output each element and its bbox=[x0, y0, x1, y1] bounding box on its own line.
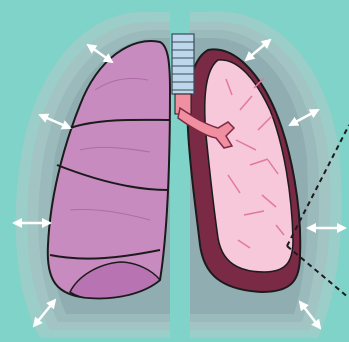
trachea bbox=[172, 34, 194, 114]
